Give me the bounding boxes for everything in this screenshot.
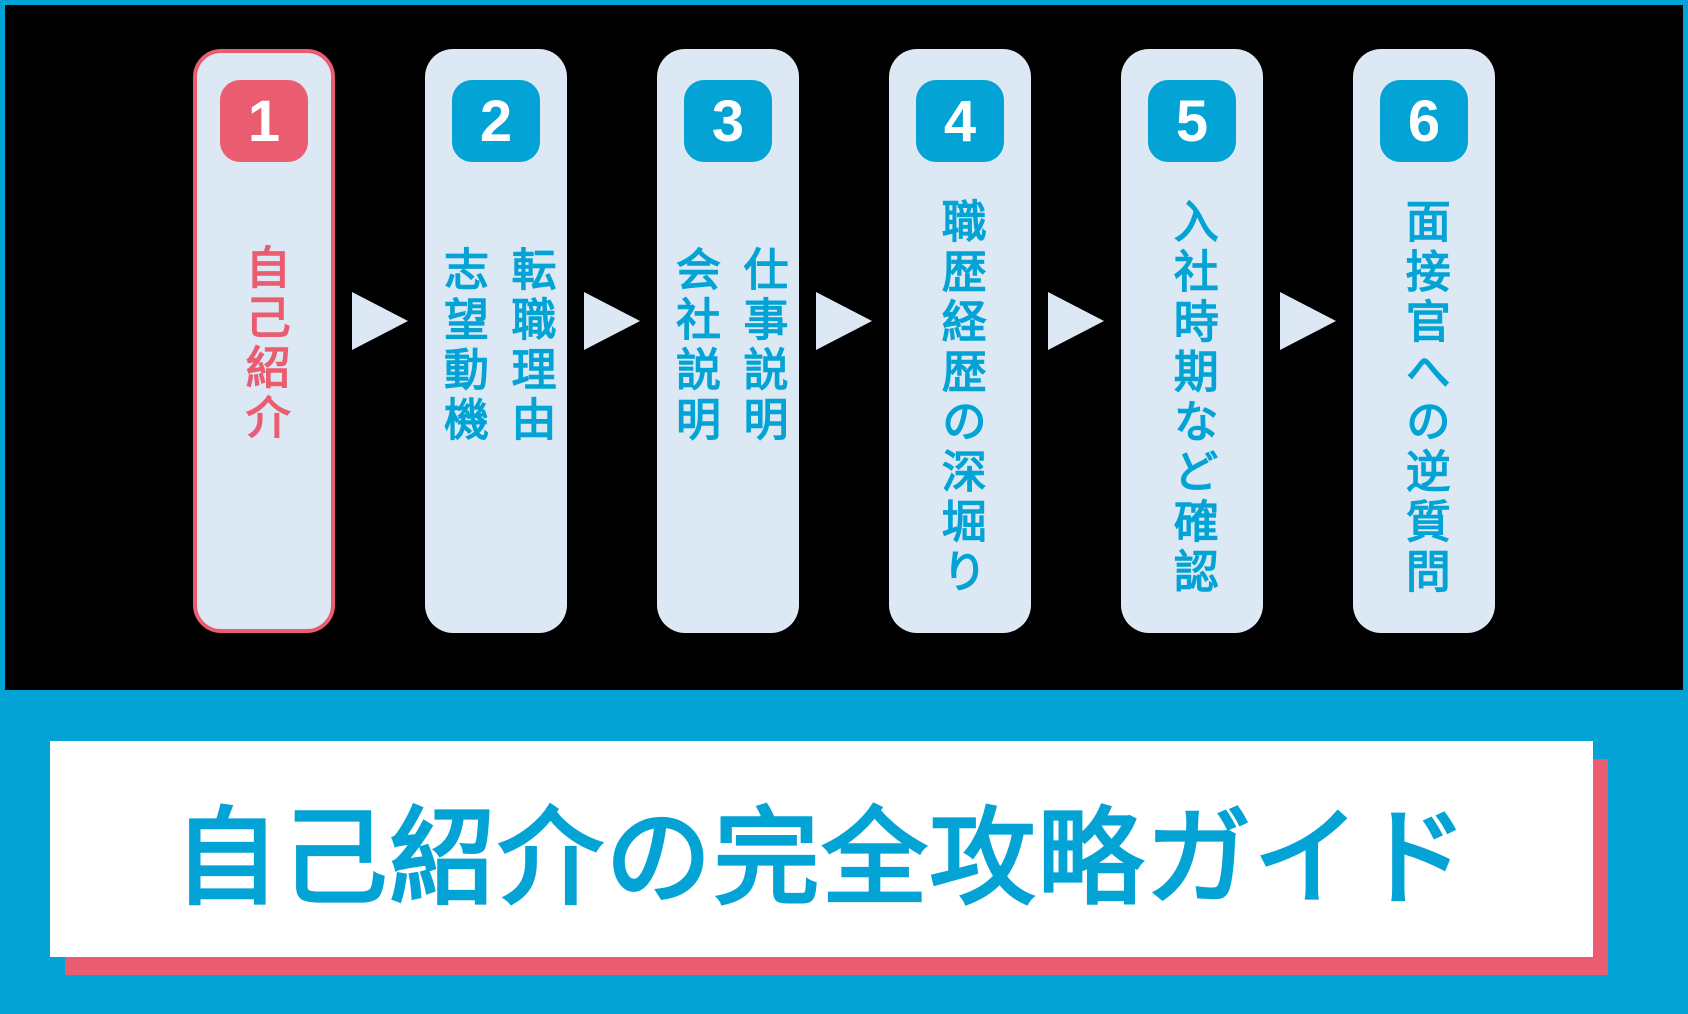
arrow-right-icon: [1048, 292, 1104, 350]
title-banner: 自己紹介の完全攻略ガイド: [0, 690, 1688, 1014]
title-box: 自己紹介の完全攻略ガイド: [50, 741, 1593, 957]
step-card-6: 6 面接官への逆質問: [1353, 49, 1495, 633]
step-number: 1: [247, 88, 281, 154]
banner-title: 自己紹介の完全攻略ガイド: [173, 800, 1470, 918]
step-number: 2: [479, 88, 513, 154]
step-card-2: 2 転職理由 志望動機: [425, 49, 567, 633]
step-card-1: 1 自己紹介: [193, 49, 335, 633]
step-number-badge: 6: [1380, 80, 1468, 162]
step-number: 6: [1407, 88, 1441, 154]
step-label-area: 転職理由 志望動機: [425, 162, 567, 633]
steps-flow-panel: 1 自己紹介 2 転職理由 志望動機 3 仕事説明 会社説明: [5, 5, 1683, 690]
step-label: 面接官への逆質問: [1398, 197, 1450, 598]
step-number-badge: 1: [220, 80, 308, 162]
step-label: 仕事説明 会社説明: [669, 245, 788, 446]
step-label-area: 自己紹介: [197, 162, 331, 629]
arrow-right-icon: [584, 292, 640, 350]
step-number: 4: [943, 88, 977, 154]
step-label: 職歴経歴の深堀り: [934, 197, 986, 598]
step-label: 転職理由 志望動機: [437, 245, 556, 446]
step-number: 5: [1175, 88, 1209, 154]
step-number: 3: [711, 88, 745, 154]
step-label: 自己紹介: [238, 243, 290, 444]
arrow-right-icon: [1280, 292, 1336, 350]
step-card-3: 3 仕事説明 会社説明: [657, 49, 799, 633]
step-label-area: 入社時期など確認: [1121, 162, 1263, 633]
step-number-badge: 3: [684, 80, 772, 162]
arrow-right-icon: [352, 292, 408, 350]
step-card-5: 5 入社時期など確認: [1121, 49, 1263, 633]
step-label-area: 面接官への逆質問: [1353, 162, 1495, 633]
step-label: 入社時期など確認: [1166, 197, 1218, 598]
arrow-right-icon: [816, 292, 872, 350]
step-number-badge: 5: [1148, 80, 1236, 162]
step-number-badge: 4: [916, 80, 1004, 162]
step-number-badge: 2: [452, 80, 540, 162]
step-label-area: 職歴経歴の深堀り: [889, 162, 1031, 633]
step-label-area: 仕事説明 会社説明: [657, 162, 799, 633]
step-card-4: 4 職歴経歴の深堀り: [889, 49, 1031, 633]
